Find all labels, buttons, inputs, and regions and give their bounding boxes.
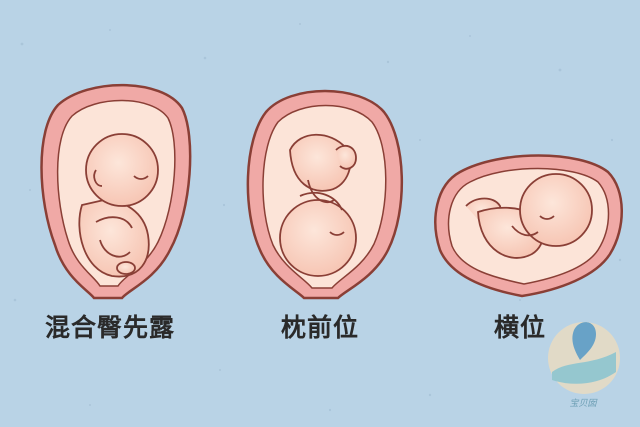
fetus-occiput <box>279 133 357 277</box>
fetus-transverse <box>465 173 593 259</box>
label-occiput: 枕前位 <box>280 313 359 342</box>
background-specks <box>13 23 622 412</box>
label-transverse: 横位 <box>493 313 546 342</box>
fetus-mixed-breech <box>78 133 159 278</box>
watermark-text: 宝贝囡 <box>569 399 597 409</box>
label-mixed-breech: 混合臀先露 <box>44 313 175 342</box>
watermark-logo <box>548 322 620 394</box>
